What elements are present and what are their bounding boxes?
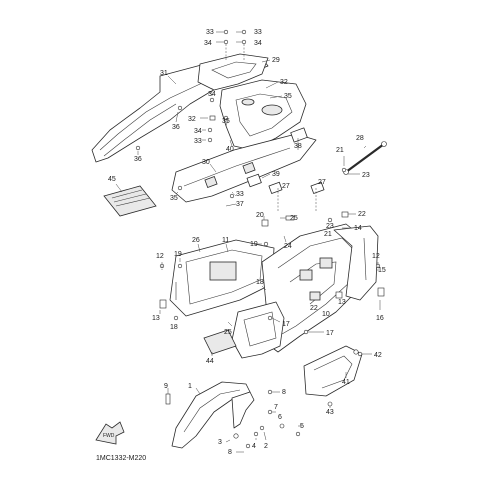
callout-24: 24	[284, 243, 292, 250]
callout-13: 13	[338, 299, 346, 306]
callout-28: 28	[356, 135, 364, 142]
callout-40: 40	[226, 146, 234, 153]
pad-part-39	[246, 173, 262, 188]
callout-4: 4	[252, 443, 256, 450]
callout-20: 20	[256, 212, 264, 219]
callout-15: 15	[378, 267, 386, 274]
callout-25: 25	[290, 215, 298, 222]
callout-14: 14	[354, 225, 362, 232]
callout-12: 12	[156, 253, 164, 260]
callout-2: 2	[264, 443, 268, 450]
callout-11: 11	[222, 237, 229, 244]
callout-19: 19	[174, 251, 182, 258]
callout-31: 31	[160, 70, 168, 77]
callout-21: 21	[336, 147, 344, 154]
callout-19: 19	[250, 241, 258, 248]
callout-7: 7	[274, 404, 278, 411]
callout-35: 35	[222, 118, 230, 125]
callout-10: 10	[322, 311, 330, 318]
callout-34: 34	[254, 40, 262, 47]
callout-22: 22	[358, 211, 366, 218]
callout-18: 18	[170, 324, 178, 331]
callout-23: 23	[362, 172, 370, 179]
callout-8: 8	[282, 389, 286, 396]
callout-27: 27	[282, 183, 290, 190]
callout-13: 13	[152, 315, 160, 322]
pad-part-38	[290, 127, 308, 143]
callout-44: 44	[206, 358, 214, 365]
callout-26: 26	[192, 237, 200, 244]
callout-16: 16	[376, 315, 384, 322]
callout-41: 41	[342, 379, 350, 386]
callout-34: 34	[208, 91, 216, 98]
diagram-code: 1MC1332-M220	[96, 455, 146, 462]
side-cover-part-41	[303, 345, 363, 397]
callout-35: 35	[284, 93, 292, 100]
rear-frame-cover-assembly	[91, 53, 325, 203]
callout-38: 38	[294, 143, 302, 150]
callout-32: 32	[280, 79, 288, 86]
front-direction-indicator: FWD	[95, 421, 125, 445]
callout-35: 35	[170, 195, 178, 202]
callout-34: 34	[194, 128, 202, 135]
front-fender-part-1	[171, 381, 255, 449]
callout-21: 21	[324, 231, 332, 238]
fwd-label: FWD	[103, 433, 115, 439]
callout-43: 43	[326, 409, 334, 416]
callout-23: 23	[326, 223, 334, 230]
callout-22: 22	[310, 305, 318, 312]
callout-33: 33	[194, 138, 202, 145]
callout-42: 42	[374, 352, 382, 359]
callout-layer: 33 33 34 34 29 31 32 35 34 32 35 34 33 3…	[108, 29, 386, 456]
callout-12: 12	[372, 253, 380, 260]
callout-37: 37	[236, 201, 244, 208]
callout-6: 6	[278, 414, 282, 421]
pad-part-27b	[310, 181, 325, 194]
callout-45: 45	[108, 176, 116, 183]
callout-30: 30	[202, 159, 210, 166]
callout-36: 36	[134, 156, 142, 163]
callout-9: 9	[164, 383, 168, 390]
callout-1: 1	[188, 383, 192, 390]
top-cover-part-29	[197, 53, 269, 91]
callout-18: 18	[256, 279, 264, 286]
callout-25: 25	[224, 329, 232, 336]
plate-part-44	[203, 329, 237, 355]
callout-33: 33	[236, 191, 244, 198]
pad-part-27a	[268, 181, 283, 194]
callout-34: 34	[204, 40, 212, 47]
callout-36: 36	[172, 124, 180, 131]
callout-33: 33	[206, 29, 214, 36]
fender-bracket	[333, 225, 379, 301]
callout-29: 29	[272, 57, 280, 64]
callout-8: 8	[228, 449, 232, 456]
callout-17: 17	[282, 321, 290, 328]
callout-33: 33	[254, 29, 262, 36]
label-sheet-part-45	[103, 185, 157, 217]
callout-5: 5	[300, 423, 304, 430]
callout-27: 27	[318, 179, 326, 186]
callout-17: 17	[326, 330, 334, 337]
battery-box-assembly	[169, 239, 275, 317]
callout-39: 39	[272, 171, 280, 178]
rear-fender-assembly	[261, 223, 379, 353]
callout-32: 32	[188, 116, 196, 123]
rod-part-28	[343, 141, 387, 175]
callout-3: 3	[218, 439, 222, 446]
